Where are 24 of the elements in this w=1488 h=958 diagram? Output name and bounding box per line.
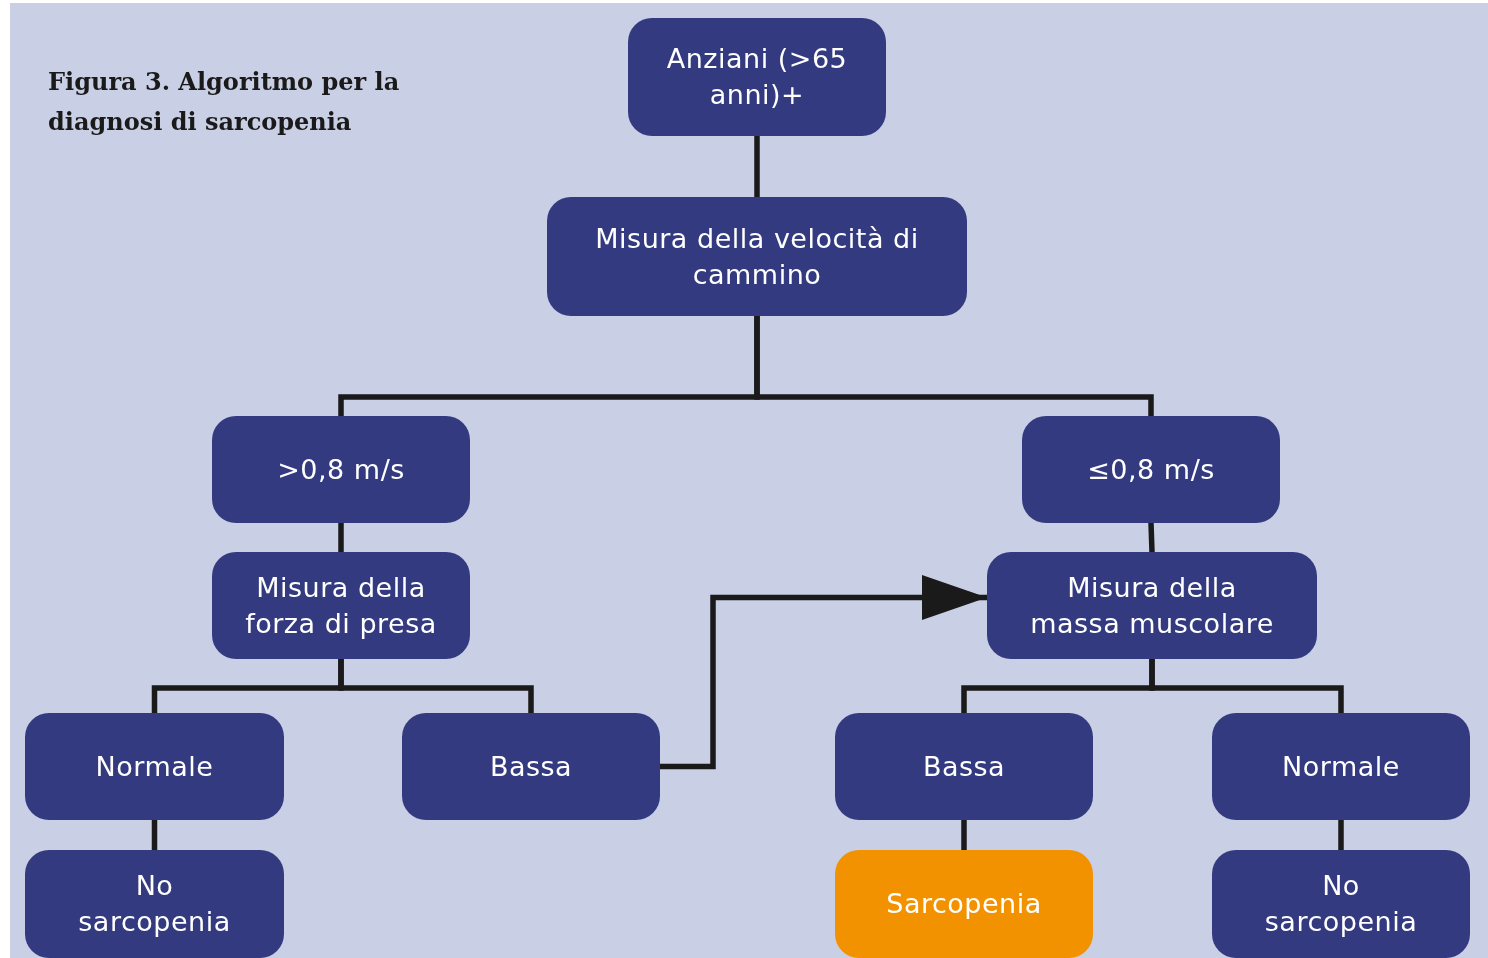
connector-line	[151, 820, 158, 850]
connector-line	[1338, 820, 1344, 850]
outcome-box: Sarcopenia	[835, 850, 1093, 958]
arrow	[660, 575, 987, 770]
process-box: Bassa	[402, 713, 660, 820]
connector-line	[1148, 522, 1155, 553]
process-box: Anziani (>65 anni)+	[628, 18, 886, 136]
process-box: No sarcopenia	[25, 850, 284, 958]
process-box: No sarcopenia	[1212, 850, 1470, 958]
figure-title: Figura 3. Algoritmo per la diagnosi di sarcopenia	[48, 66, 401, 138]
process-box: Normale	[25, 713, 284, 820]
connector-line	[754, 316, 1154, 416]
connector-line	[1149, 659, 1344, 713]
process-box: Normale	[1212, 713, 1470, 820]
connector-line	[754, 136, 760, 197]
process-box: ≤0,8 m/s	[1022, 416, 1280, 523]
process-box: Misura della forza di presa	[212, 552, 470, 659]
process-box: Misura della velocità di cammino	[547, 197, 967, 316]
connector-line	[961, 820, 967, 850]
process-box: Misura della massa muscolare	[987, 552, 1317, 659]
connector-line	[338, 523, 344, 552]
process-box: >0,8 m/s	[212, 416, 470, 523]
connector-line	[338, 659, 534, 713]
process-box: Bassa	[835, 713, 1093, 820]
